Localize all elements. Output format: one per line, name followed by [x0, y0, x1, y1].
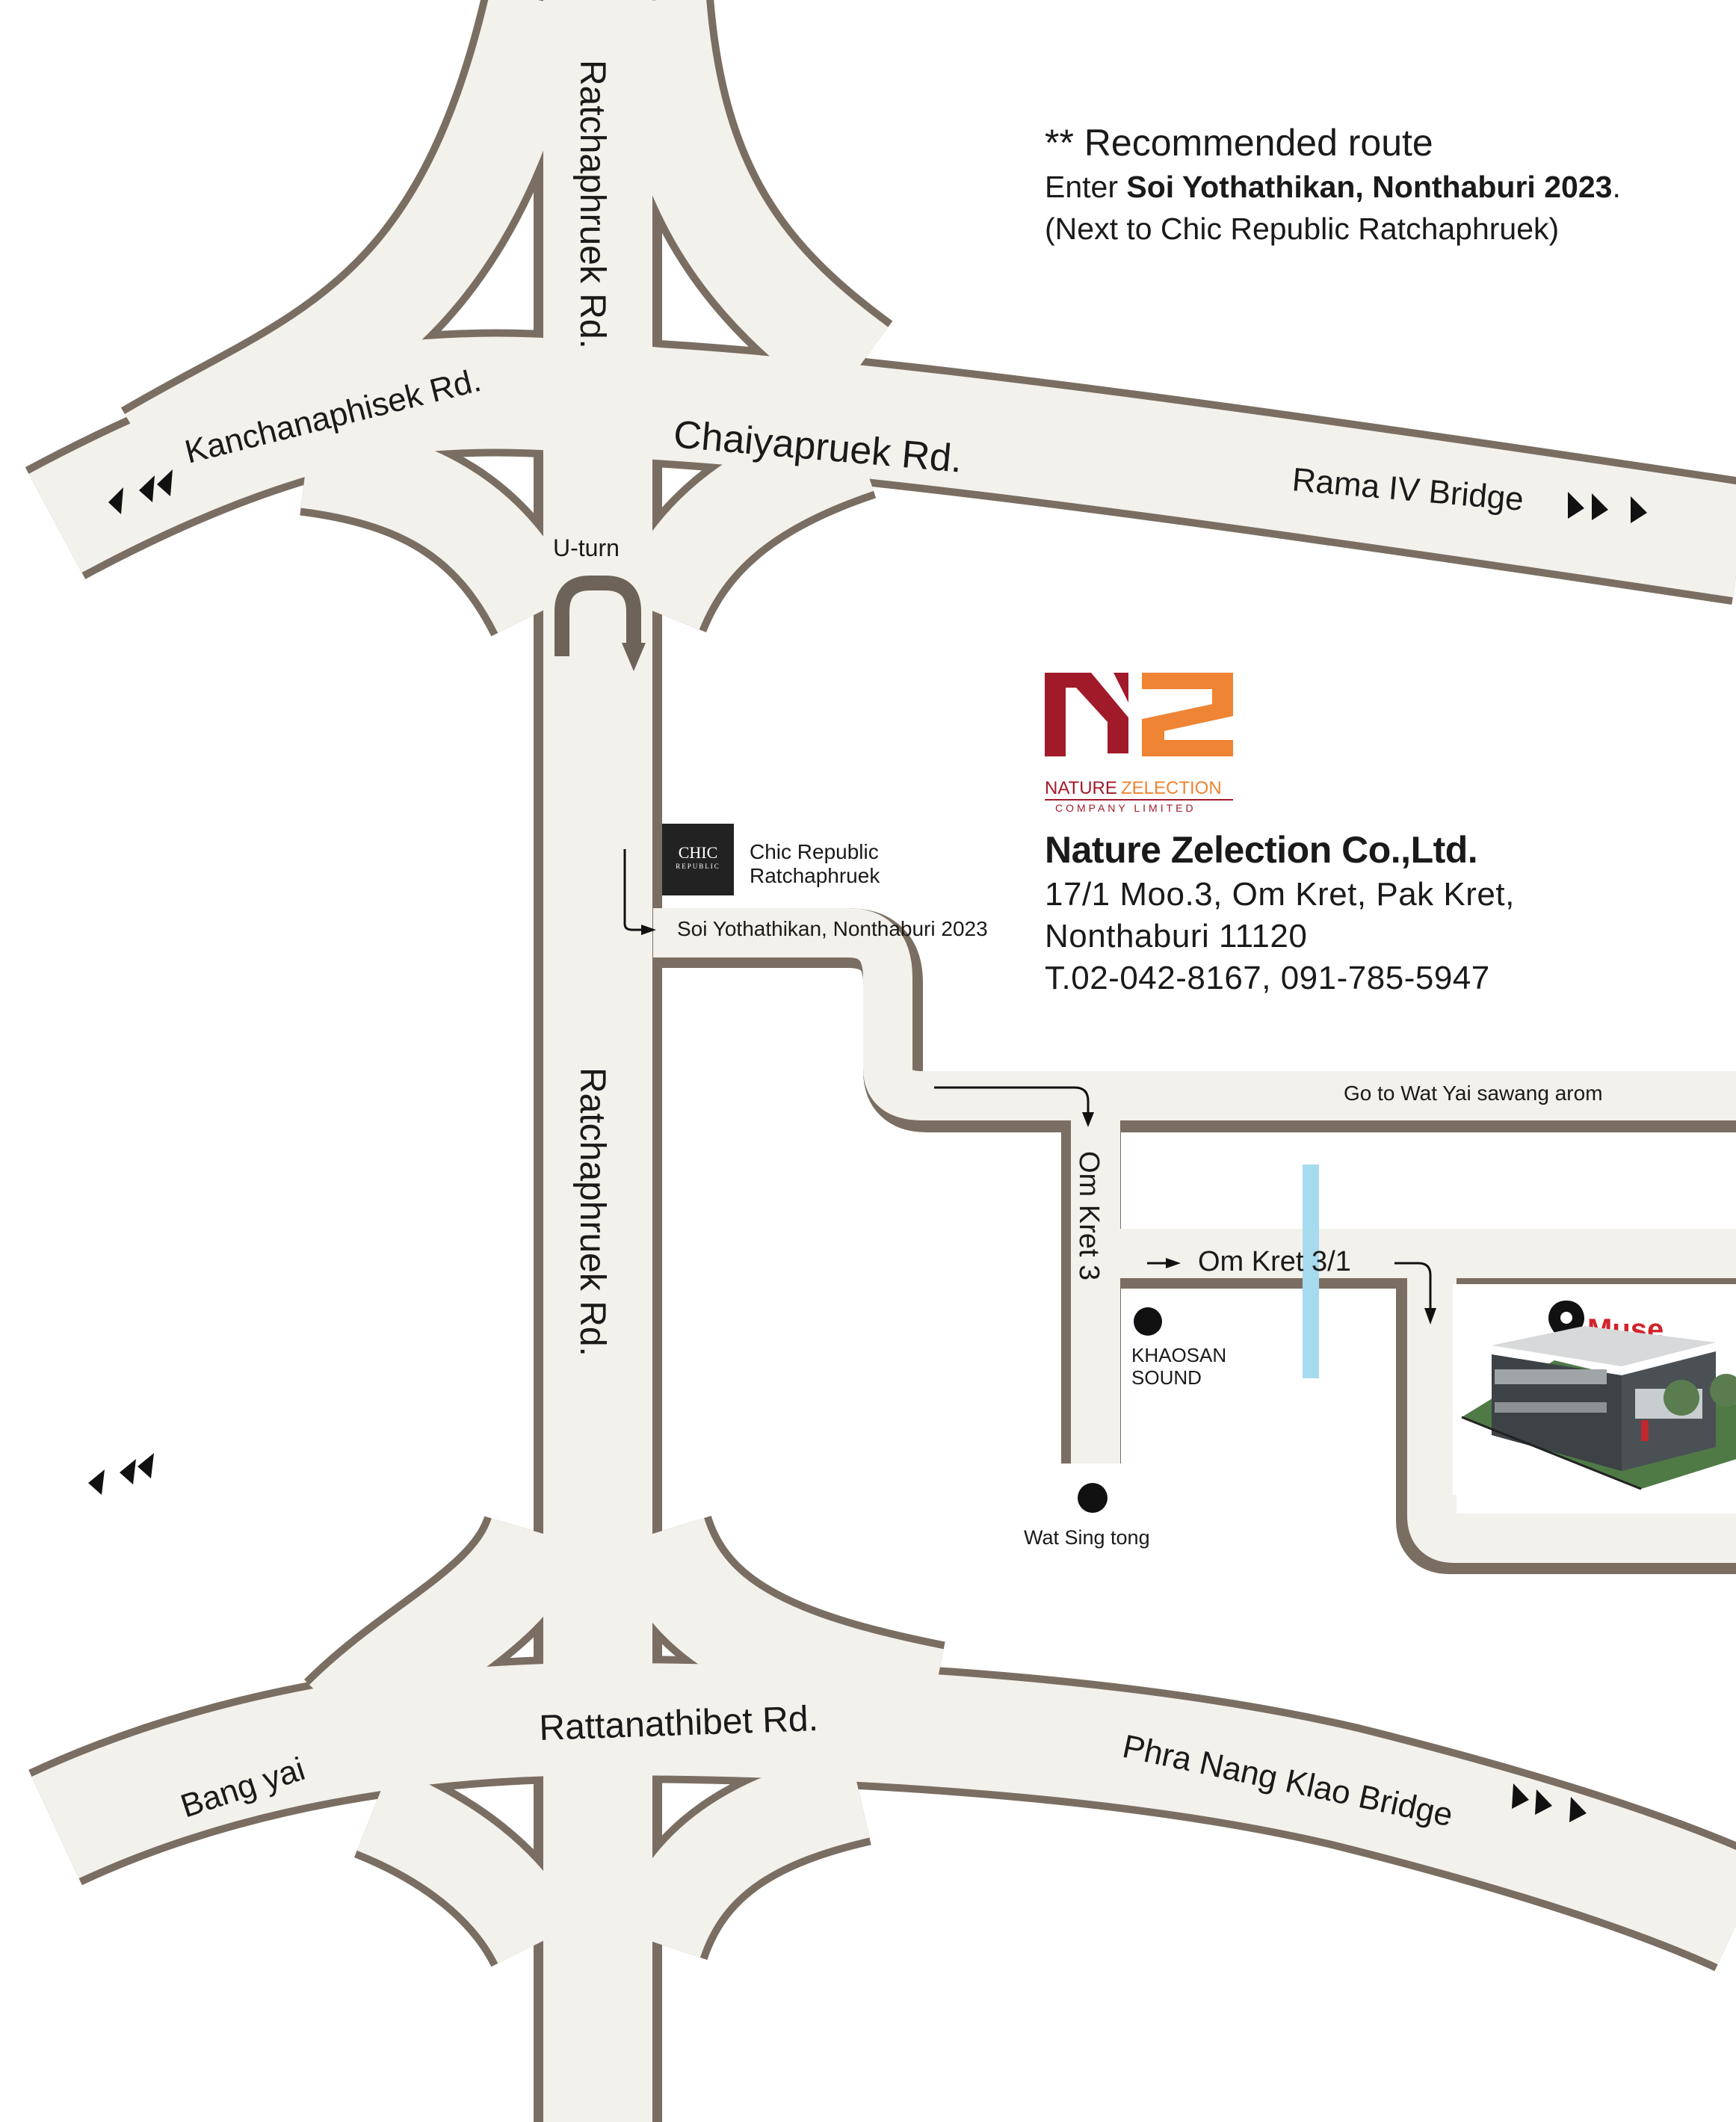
om-kret-3-label: Om Kret 3	[1073, 1151, 1105, 1280]
canal	[1303, 1165, 1319, 1378]
company-name: Nature Zelection Co.,Ltd.	[1045, 829, 1478, 871]
khaosan-label-2: SOUND	[1131, 1366, 1202, 1389]
khaosan-dot-icon	[1134, 1307, 1162, 1336]
uturn-arrow-icon	[555, 576, 641, 656]
triangle-right-icons	[1568, 492, 1647, 523]
recommended-route-line1: Enter Soi Yothathikan, Nonthaburi 2023.	[1045, 170, 1621, 204]
recommended-route-heading: ** Recommended route	[1045, 122, 1433, 164]
triangle-left-icons	[108, 469, 173, 514]
muse-building-image	[1461, 1326, 1736, 1490]
company-address-1: 17/1 Moo.3, Om Kret, Pak Kret,	[1045, 876, 1515, 913]
ratchaphruek-top-label: Ratchaphruek Rd.	[572, 60, 612, 349]
company-phone: T.02-042-8167, 091-785-5947	[1045, 960, 1490, 996]
soi-label: Soi Yothathikan, Nonthaburi 2023	[677, 917, 988, 940]
go-to-wat-label: Go to Wat Yai sawang arom	[1344, 1082, 1603, 1105]
recommended-route-line2: (Next to Chic Republic Ratchaphruek)	[1045, 212, 1560, 246]
road-network	[25, 0, 1736, 2122]
ratchaphruek-mid-label: Ratchaphruek Rd.	[572, 1067, 612, 1357]
chic-republic-logo: CHIC REPUBLIC	[662, 824, 734, 895]
recommended-route-box: ** Recommended route Enter Soi Yothathik…	[1045, 120, 1717, 250]
khaosan-label-1: KHAOSAN	[1131, 1344, 1226, 1366]
company-address-2: Nonthaburi 11120	[1045, 918, 1308, 954]
triangle-right-icons	[1512, 1783, 1587, 1822]
svg-text:ZELECTION: ZELECTION	[1121, 778, 1222, 798]
svg-text:CHIC: CHIC	[679, 843, 718, 862]
wat-sing-tong-dot-icon	[1078, 1483, 1108, 1513]
uturn-arrowhead-icon	[622, 643, 646, 671]
uturn-label: U-turn	[553, 534, 620, 561]
svg-text:COMPANY LIMITED: COMPANY LIMITED	[1055, 802, 1196, 814]
svg-text:NATURE: NATURE	[1045, 778, 1117, 798]
chic-republic-label: Chic Republic Ratchaphruek	[750, 840, 880, 888]
om-kret-31-label: Om Kret 3/1	[1198, 1246, 1351, 1277]
triangle-left-icons	[88, 1453, 154, 1495]
chic-name-1: Chic Republic	[750, 840, 879, 863]
svg-text:REPUBLIC: REPUBLIC	[676, 863, 720, 870]
nature-zelection-logo: NATURE ZELECTION COMPANY LIMITED	[1045, 673, 1233, 814]
rattanathibet-label: Rattanathibet Rd.	[539, 1699, 819, 1748]
route-arrowheads	[641, 925, 1436, 1324]
chic-name-2: Ratchaphruek	[750, 864, 880, 887]
company-info: Nature Zelection Co.,Ltd. 17/1 Moo.3, Om…	[1045, 826, 1717, 999]
wat-sing-tong-label: Wat Sing tong	[1024, 1526, 1150, 1549]
